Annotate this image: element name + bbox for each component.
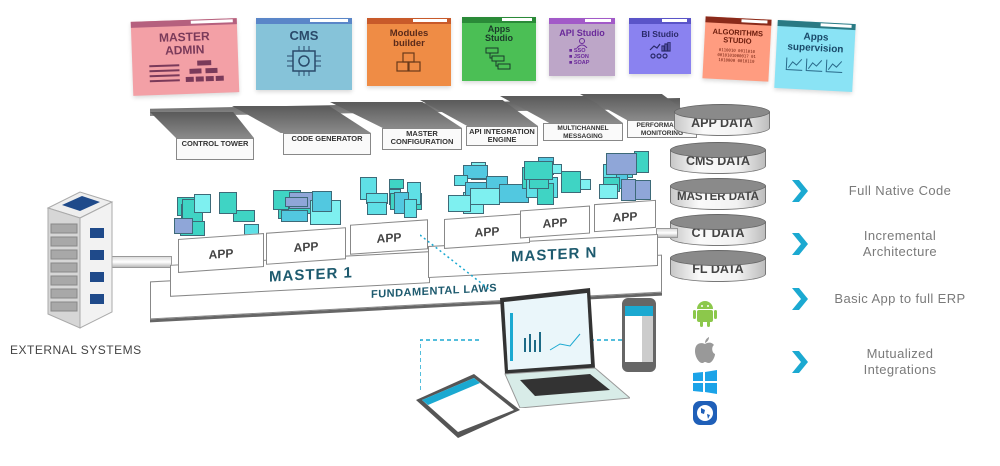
app-cube: [469, 188, 500, 205]
app-cube: [285, 196, 309, 208]
app-cube: [523, 161, 554, 181]
app-cube: [448, 195, 471, 213]
app-cube: [560, 171, 581, 194]
module-api-studio: API Studio ■ SSO ■ JSON ■ SOAP: [549, 18, 615, 76]
windows-icon: [692, 370, 718, 399]
datastore-master-data: MASTER DATA: [670, 178, 766, 212]
feature-item: Full Native Code: [792, 180, 992, 202]
feature-label: Mutualized Integrations: [863, 346, 937, 377]
pipe-external: [110, 256, 172, 268]
tool-top: [150, 112, 254, 138]
app-cube: [389, 179, 405, 190]
chevron-right-icon: [792, 351, 808, 373]
app-cube: [280, 209, 308, 223]
module-modules-builder: Modules builder: [367, 18, 451, 86]
app-cube: [174, 218, 194, 234]
datastore-fl-data: FL DATA: [670, 250, 766, 284]
app-cube: [219, 191, 238, 215]
module-label: Modules builder: [389, 28, 429, 49]
api-protocols: ■ SSO ■ JSON ■ SOAP: [569, 48, 590, 67]
chip-gear-icon: [256, 45, 352, 76]
module-apps-supervision: Apps supervision: [774, 20, 856, 92]
module-apps-studio: Apps Studio: [462, 17, 536, 81]
chevron-right-icon: [792, 288, 808, 310]
feature-item: Mutualized Integrations: [792, 346, 992, 378]
app-cube: [599, 183, 619, 200]
datastore-app-data: APP DATA: [674, 104, 770, 138]
app-box: APP: [266, 227, 346, 265]
app-cube: [311, 190, 332, 212]
datastore-cms-data: CMS DATA: [670, 142, 766, 176]
phone-icon: [620, 296, 660, 381]
cubes-icon: [367, 52, 451, 74]
datastore-ct-data: CT DATA: [670, 214, 766, 248]
module-label: API Studio: [559, 28, 605, 38]
tool-code-generator: CODE GENERATOR: [283, 133, 371, 155]
app-cube: [621, 179, 636, 201]
pipe-datastore: [656, 228, 678, 238]
tool-master-configuration: MASTER CONFIGURATION: [382, 128, 462, 150]
app-cube: [404, 199, 417, 218]
tool-multichannel-messaging: MULTICHANNEL MESSAGING: [543, 123, 623, 141]
user-api-icon: [549, 38, 615, 49]
module-label: BI Studio: [641, 29, 679, 39]
app-cube: [367, 201, 387, 216]
charts-icon: [775, 55, 854, 75]
app-cube: [232, 210, 256, 222]
app-cube: [454, 175, 468, 187]
app-cube: [605, 152, 637, 176]
app-cube: [634, 180, 651, 201]
master-1-label: MASTER 1: [269, 264, 353, 286]
app-box: APP: [350, 219, 428, 255]
apple-icon: [692, 336, 718, 369]
module-cms: CMS: [256, 18, 352, 90]
server-rack-icon: [40, 190, 114, 335]
feature-item: Basic App to full ERP: [792, 288, 992, 310]
module-master-admin: MASTER ADMIN: [130, 18, 240, 96]
web-globe-icon: [692, 400, 718, 431]
app-box: APP: [594, 199, 656, 233]
app-cube: [194, 194, 211, 213]
feature-item: Incremental Architecture: [792, 228, 992, 260]
feature-label: Basic App to full ERP: [834, 291, 966, 306]
tool-control-tower: CONTROL TOWER: [176, 138, 254, 160]
chevron-right-icon: [792, 180, 808, 202]
tool-api-integration-engine: API INTEGRATION ENGINE: [466, 126, 538, 146]
android-icon: [692, 298, 718, 333]
chevron-right-icon: [792, 233, 808, 255]
module-bi-studio: BI Studio: [629, 18, 691, 74]
tablet-icon: [414, 370, 524, 445]
feature-label: Full Native Code: [848, 183, 952, 198]
module-label: MASTER ADMIN: [158, 29, 210, 58]
app-box: APP: [178, 232, 264, 274]
module-label: CMS: [289, 28, 319, 43]
feature-label: Incremental Architecture: [862, 228, 938, 259]
app-cube: [463, 165, 489, 180]
flow-icon: [462, 47, 536, 71]
external-systems-label: EXTERNAL SYSTEMS: [10, 343, 142, 357]
laptop-icon: [480, 288, 632, 413]
module-label: Apps Studio: [485, 24, 513, 44]
analytics-icon: [629, 41, 691, 60]
module-label: ALGORITHMS STUDIO: [712, 26, 764, 46]
module-label: Apps supervision: [787, 31, 844, 55]
org-chart-icon: [132, 57, 239, 87]
device-connections: [420, 234, 640, 390]
